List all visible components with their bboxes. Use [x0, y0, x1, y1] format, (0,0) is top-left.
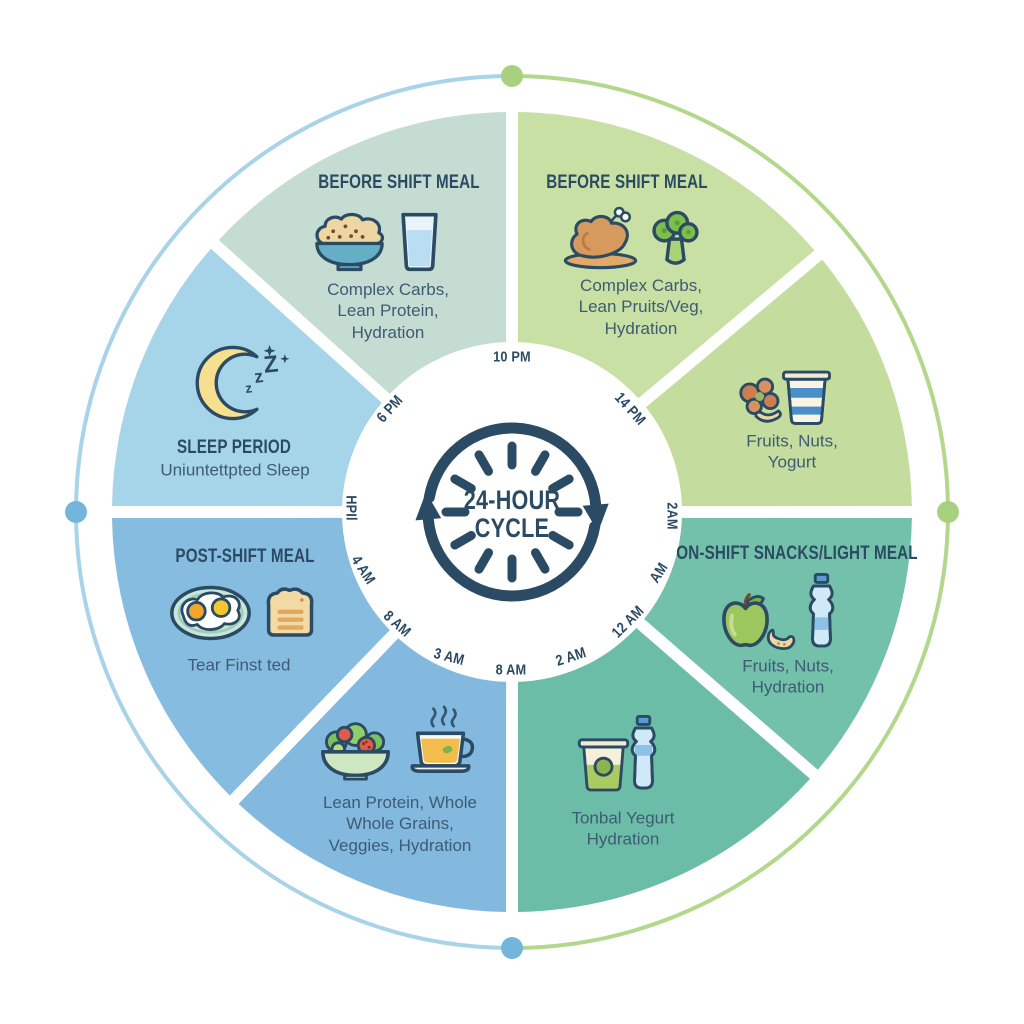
segment-description: Tonbal Yegurt Hydration — [571, 808, 675, 849]
toast-icon — [266, 587, 314, 637]
time-label-hpil: HPIl — [342, 495, 360, 521]
striped-yogurt-icon — [782, 370, 831, 425]
segment-description: Complex Carbs, Lean Pruits/Veg, Hydratio… — [578, 275, 704, 338]
segment-icons — [168, 584, 319, 642]
tea-cup-icon — [410, 705, 475, 773]
sector-post-shift-meal — [112, 517, 390, 796]
water-glass-icon — [401, 212, 438, 272]
segment-description: Complex Carbs, Lean Protein, Hydration — [327, 279, 449, 342]
ring-dot-right — [937, 501, 959, 523]
water-bottle-icon — [630, 714, 657, 790]
segment-icons — [720, 572, 839, 652]
ring-dot-left — [65, 501, 87, 523]
oatmeal-bowl-icon — [315, 212, 385, 272]
sector-sleep-period — [112, 248, 382, 507]
svg-text:z: z — [253, 366, 265, 387]
yogurt-cup-icon — [577, 738, 630, 792]
sector-snack-yogurt-hydration — [517, 627, 810, 912]
time-label-2am-right: 2AM — [663, 502, 681, 530]
segment-description: Lean Protein, Whole Whole Grains, Veggie… — [322, 792, 478, 855]
segment-title: BEFORE SHIFT MEAL — [546, 172, 708, 193]
svg-text:z: z — [244, 380, 253, 396]
segment-title: ON-SHIFT SNACKS/LIGHT MEAL — [676, 543, 918, 564]
segment-description: Fruits, Nuts, Yogurt — [746, 431, 838, 472]
sector-recovery-meal — [238, 638, 507, 912]
nuts-icon — [739, 377, 782, 423]
moon-icon: z z Z — [195, 344, 290, 421]
salad-bowl-icon — [321, 722, 390, 781]
sector-snack-fruits-nuts-yogurt — [646, 259, 912, 507]
time-label-10pm: 10 PM — [493, 348, 531, 366]
apple-icon — [722, 593, 769, 648]
segment-description: Tear Finst ted — [187, 655, 291, 675]
broccoli-icon — [652, 210, 699, 265]
segment-icons — [577, 714, 661, 794]
segment-icons — [735, 365, 832, 427]
fried-eggs-icon — [170, 585, 251, 641]
ring-dot-top — [501, 65, 523, 87]
segment-icons — [317, 705, 478, 781]
svg-text:Z: Z — [262, 351, 279, 378]
time-label-8am-bottom: 8 AM — [495, 661, 527, 679]
segment-description: Uniuntettpted Sleep — [160, 460, 310, 480]
clockwise-arrowhead-right — [582, 503, 609, 532]
clock-cycle-arrows-icon — [415, 422, 609, 602]
segment-title: POST-SHIFT MEAL — [175, 546, 315, 567]
segment-icons — [309, 210, 440, 272]
segment-description: Fruits, Nuts, Hydration — [742, 656, 834, 697]
water-bottle-icon — [808, 572, 835, 648]
cashew-icon — [766, 628, 796, 651]
center-title: 24-HOUR CYCLE — [463, 484, 561, 543]
segment-icons: z z Z — [195, 341, 295, 426]
segment-title: SLEEP PERIOD — [177, 437, 291, 458]
roast-turkey-icon — [563, 206, 638, 270]
segment-icons — [562, 206, 703, 270]
ring-dot-bottom — [501, 937, 523, 959]
clockwise-arrowhead-left — [415, 492, 442, 521]
segment-title: BEFORE SHIFT MEAL — [318, 172, 480, 193]
